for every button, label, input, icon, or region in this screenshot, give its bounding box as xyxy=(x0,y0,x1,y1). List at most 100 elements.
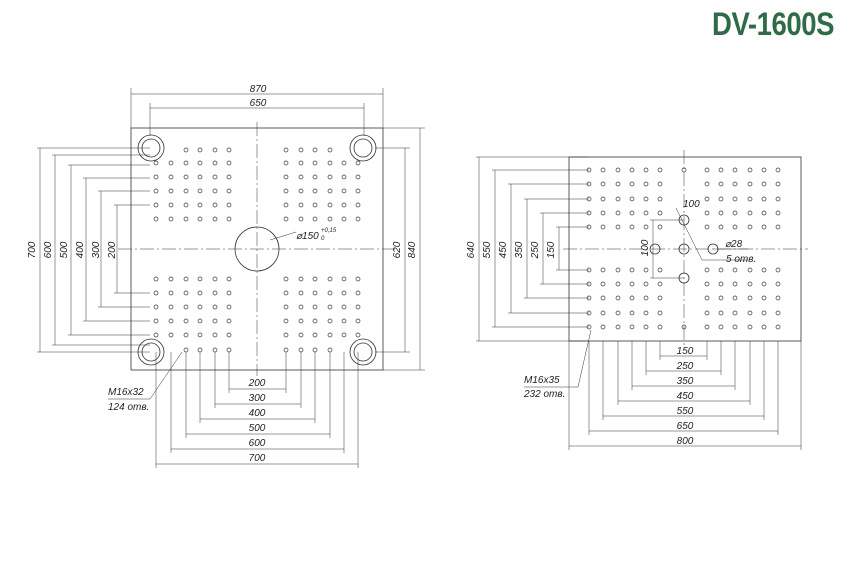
bolt-hole xyxy=(226,318,232,324)
bolt-hole xyxy=(168,332,174,338)
bolt-hole xyxy=(298,147,304,153)
bolt-hole xyxy=(226,304,232,310)
bolt-hole xyxy=(761,167,767,173)
bolt-hole xyxy=(197,332,203,338)
bolt-hole xyxy=(168,202,174,208)
bolt-hole xyxy=(629,267,635,273)
bolt-hole xyxy=(212,347,218,353)
bolt-hole xyxy=(643,167,649,173)
bolt-hole xyxy=(704,196,710,202)
center-hole-label: ⌀150 xyxy=(296,231,319,242)
bolt-hole xyxy=(732,196,738,202)
bolt-hole xyxy=(643,181,649,187)
bolt-hole xyxy=(197,147,203,153)
bolt-hole xyxy=(312,290,318,296)
bolt-hole xyxy=(761,281,767,287)
dim-right-bottom-800: 800 xyxy=(677,436,694,447)
bolt-hole xyxy=(283,160,289,166)
bolt-hole xyxy=(615,310,621,316)
bolt-hole xyxy=(341,160,347,166)
bolt-hole xyxy=(226,188,232,194)
bolt-hole xyxy=(168,174,174,180)
bolt-hole xyxy=(283,188,289,194)
bolt-hole xyxy=(355,160,361,166)
bolt-hole xyxy=(761,224,767,230)
dim-left-700: 700 xyxy=(27,241,38,258)
bolt-hole xyxy=(168,188,174,194)
bolt-hole xyxy=(168,304,174,310)
bolt-hole xyxy=(212,160,218,166)
bolt-hole xyxy=(775,210,781,216)
center-hole-leader xyxy=(269,231,297,241)
dim-right-plate-350: 350 xyxy=(514,241,525,258)
bolt-hole xyxy=(298,332,304,338)
bolt-hole xyxy=(615,295,621,301)
thread-leader xyxy=(577,329,592,388)
bolt-hole xyxy=(197,276,203,282)
dim-left-600: 600 xyxy=(43,241,54,258)
bolt-hole xyxy=(212,202,218,208)
bolt-hole xyxy=(226,160,232,166)
bolt-hole xyxy=(341,216,347,222)
bolt-hole xyxy=(629,281,635,287)
bolt-hole xyxy=(298,276,304,282)
bolt-hole xyxy=(212,174,218,180)
bolt-hole xyxy=(197,160,203,166)
dim-inner-width: 650 xyxy=(250,98,267,109)
bolt-hole xyxy=(747,210,753,216)
bolt-hole xyxy=(600,324,606,330)
bolt-hole xyxy=(600,210,606,216)
bolt-hole xyxy=(327,290,333,296)
bolt-hole xyxy=(718,196,724,202)
ejector-hole xyxy=(649,243,661,255)
bolt-hole xyxy=(168,216,174,222)
bolt-hole xyxy=(327,216,333,222)
dim-right-bottom-450: 450 xyxy=(677,391,694,402)
bolt-hole xyxy=(355,216,361,222)
bolt-hole xyxy=(657,295,663,301)
bolt-hole xyxy=(153,290,159,296)
bolt-hole xyxy=(298,304,304,310)
bolt-hole xyxy=(312,147,318,153)
bolt-hole xyxy=(327,318,333,324)
bolt-hole xyxy=(312,174,318,180)
bolt-hole xyxy=(226,202,232,208)
tolerance-upper: +0,15 xyxy=(321,228,337,234)
bolt-hole xyxy=(629,196,635,202)
bolt-hole xyxy=(212,216,218,222)
bolt-hole xyxy=(732,167,738,173)
bolt-hole xyxy=(327,347,333,353)
hole-label-28: ⌀28 xyxy=(725,239,743,250)
dim-right-bottom-650: 650 xyxy=(677,421,694,432)
bolt-hole xyxy=(775,167,781,173)
bolt-hole xyxy=(212,332,218,338)
bolt-hole xyxy=(643,295,649,301)
bolt-hole xyxy=(283,276,289,282)
bolt-hole xyxy=(704,167,710,173)
bolt-hole xyxy=(600,181,606,187)
bolt-hole xyxy=(643,224,649,230)
bolt-hole xyxy=(212,318,218,324)
bolt-hole xyxy=(183,290,189,296)
bolt-hole xyxy=(298,290,304,296)
bolt-hole xyxy=(327,174,333,180)
bolt-hole xyxy=(657,324,663,330)
dim-right-plate-550: 550 xyxy=(482,241,493,258)
hole-count-5: 5 отв. xyxy=(726,254,756,265)
bolt-hole xyxy=(657,224,663,230)
bolt-hole xyxy=(355,202,361,208)
bolt-hole xyxy=(775,295,781,301)
bolt-hole xyxy=(283,174,289,180)
bolt-hole xyxy=(718,310,724,316)
bolt-hole xyxy=(341,290,347,296)
bolt-hole xyxy=(643,281,649,287)
dim-right-bottom-550: 550 xyxy=(677,406,694,417)
bolt-hole xyxy=(327,304,333,310)
bolt-hole xyxy=(732,224,738,230)
bolt-hole xyxy=(197,290,203,296)
bolt-hole xyxy=(761,310,767,316)
bolt-hole xyxy=(747,224,753,230)
bolt-hole xyxy=(657,196,663,202)
dim-bottom-200: 200 xyxy=(248,378,266,389)
bolt-hole xyxy=(312,160,318,166)
